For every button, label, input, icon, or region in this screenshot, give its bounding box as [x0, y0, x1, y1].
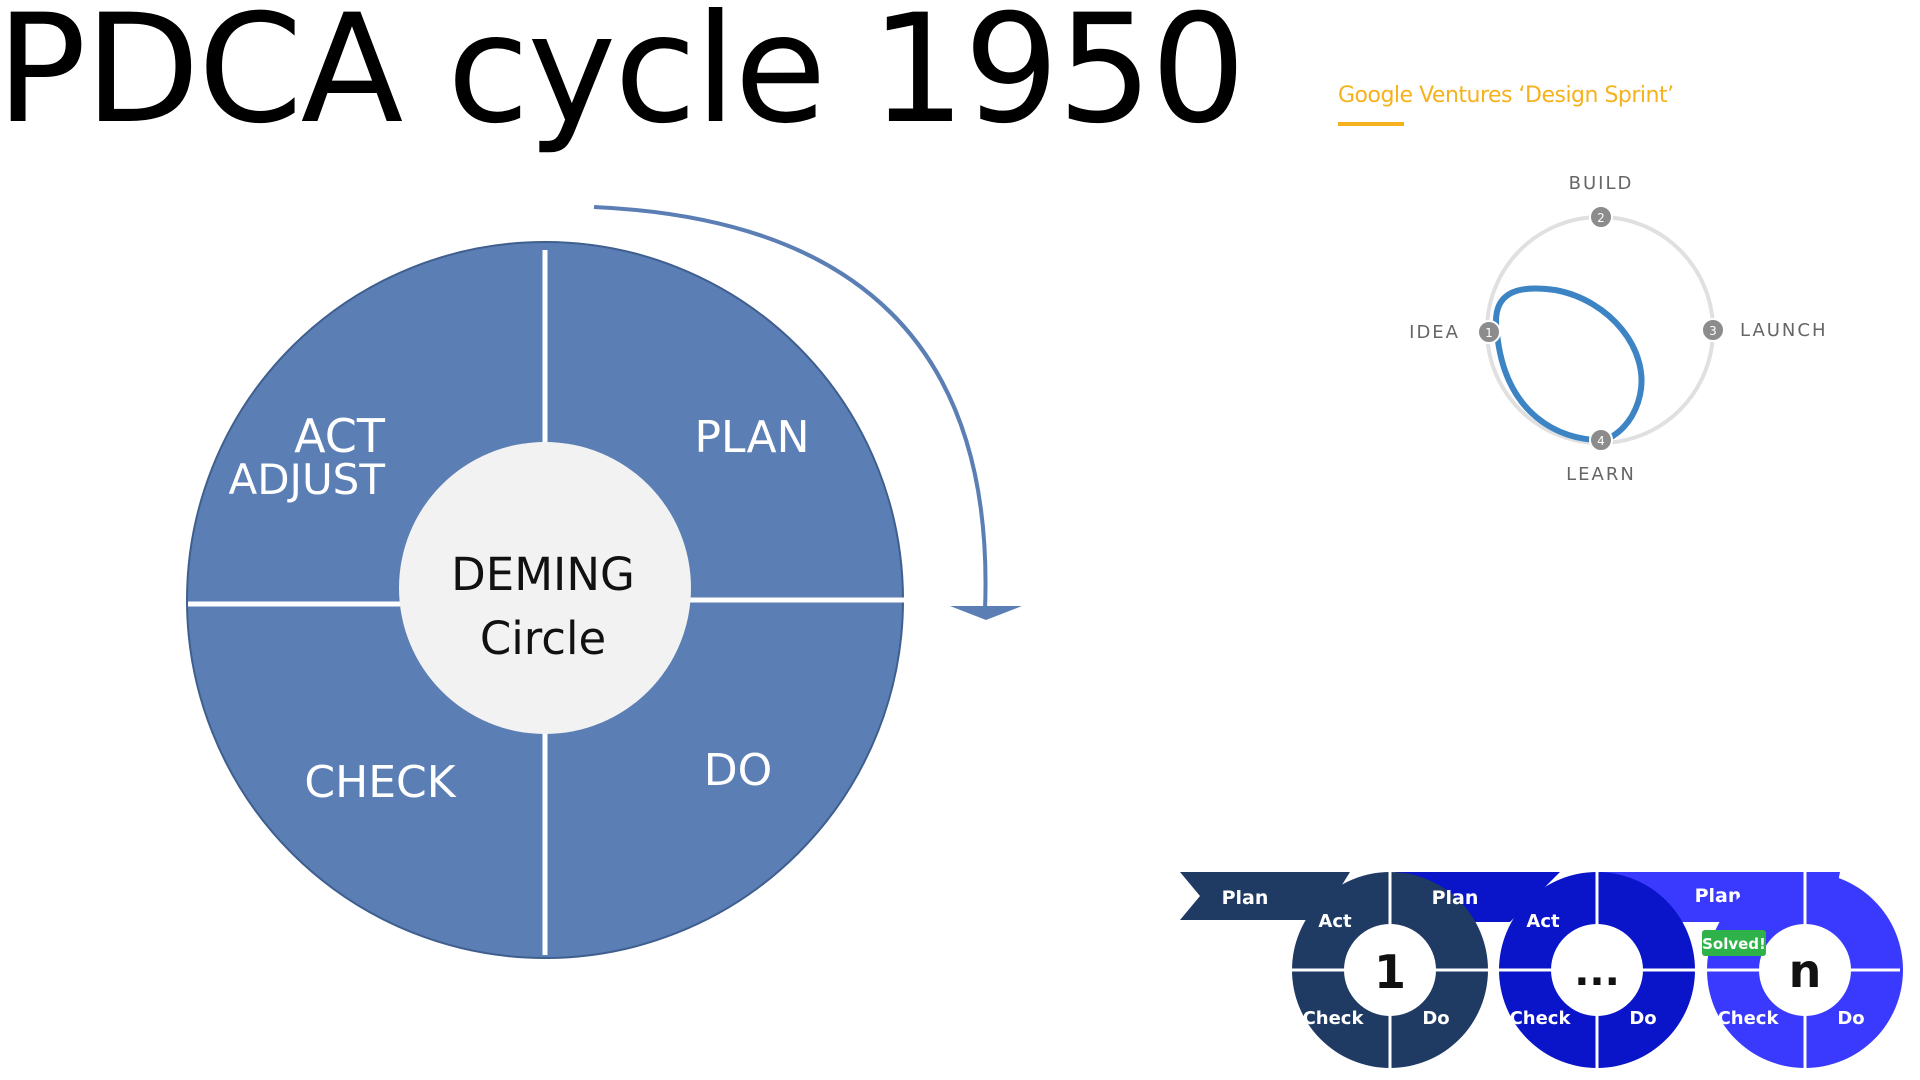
- stage-1: 1 Act Plan Check Do: [1292, 872, 1560, 1068]
- stage-3-do: Do: [1837, 1008, 1864, 1029]
- deming-center-circle: [399, 442, 691, 734]
- stage-1-center: 1: [1374, 945, 1406, 999]
- sprint-node-launch: 3 LAUNCH: [1701, 318, 1828, 342]
- stage-3-center: n: [1789, 944, 1822, 998]
- sprint-label-build: BUILD: [1569, 173, 1634, 194]
- stage-2-center: ...: [1574, 949, 1620, 995]
- solved-badge: [1702, 930, 1766, 956]
- stage-2-plan: Plan: [1695, 885, 1742, 907]
- svg-text:3: 3: [1709, 324, 1717, 338]
- quadrant-adjust-label: ADJUST: [228, 455, 385, 504]
- stage-1-do: Do: [1422, 1008, 1449, 1029]
- center-label-line1: DEMING: [451, 548, 635, 601]
- center-label-line2: Circle: [480, 612, 606, 665]
- quadrant-check-label: CHECK: [304, 757, 456, 808]
- stage-3: n Check Do Solved!: [1702, 872, 1903, 1068]
- stage-2-act: Act: [1526, 911, 1560, 932]
- cycle-arrow-head: [950, 606, 1022, 620]
- sprint-node-build: 2 BUILD: [1569, 173, 1634, 229]
- stage-2-check: Check: [1510, 1008, 1572, 1029]
- stage-3-check: Check: [1718, 1008, 1780, 1029]
- design-sprint-underline: [1338, 122, 1404, 126]
- stage-2-do: Do: [1629, 1008, 1656, 1029]
- sprint-label-idea: IDEA: [1409, 322, 1460, 343]
- sprint-node-learn: 4 LEARN: [1566, 428, 1636, 485]
- svg-text:1: 1: [1485, 326, 1493, 340]
- sprint-learning-loop: [1492, 285, 1645, 445]
- quadrant-act-label: ACT: [294, 409, 386, 463]
- quadrant-do-label: DO: [704, 745, 773, 796]
- design-sprint-heading: Google Ventures ‘Design Sprint’: [1338, 83, 1674, 108]
- quadrant-plan-label: PLAN: [694, 412, 809, 463]
- entry-plan-label: Plan: [1222, 887, 1269, 909]
- cycle-arrow: [593, 205, 988, 611]
- sprint-label-launch: LAUNCH: [1740, 320, 1828, 341]
- svg-text:4: 4: [1597, 434, 1605, 448]
- entry-plan-banner: [1180, 872, 1350, 920]
- page-title: PDCA cycle 1950: [0, 0, 1246, 157]
- stage-1-plan: Plan: [1432, 887, 1479, 909]
- stage-1-check: Check: [1303, 1008, 1365, 1029]
- solved-badge-label: Solved!: [1702, 935, 1766, 953]
- stage-1-act: Act: [1318, 911, 1352, 932]
- svg-text:2: 2: [1597, 211, 1605, 225]
- sprint-node-idea: 1 IDEA: [1409, 320, 1501, 344]
- sprint-label-learn: LEARN: [1566, 464, 1636, 485]
- stage-2: ... Act Check Do Plan: [1499, 872, 1840, 1068]
